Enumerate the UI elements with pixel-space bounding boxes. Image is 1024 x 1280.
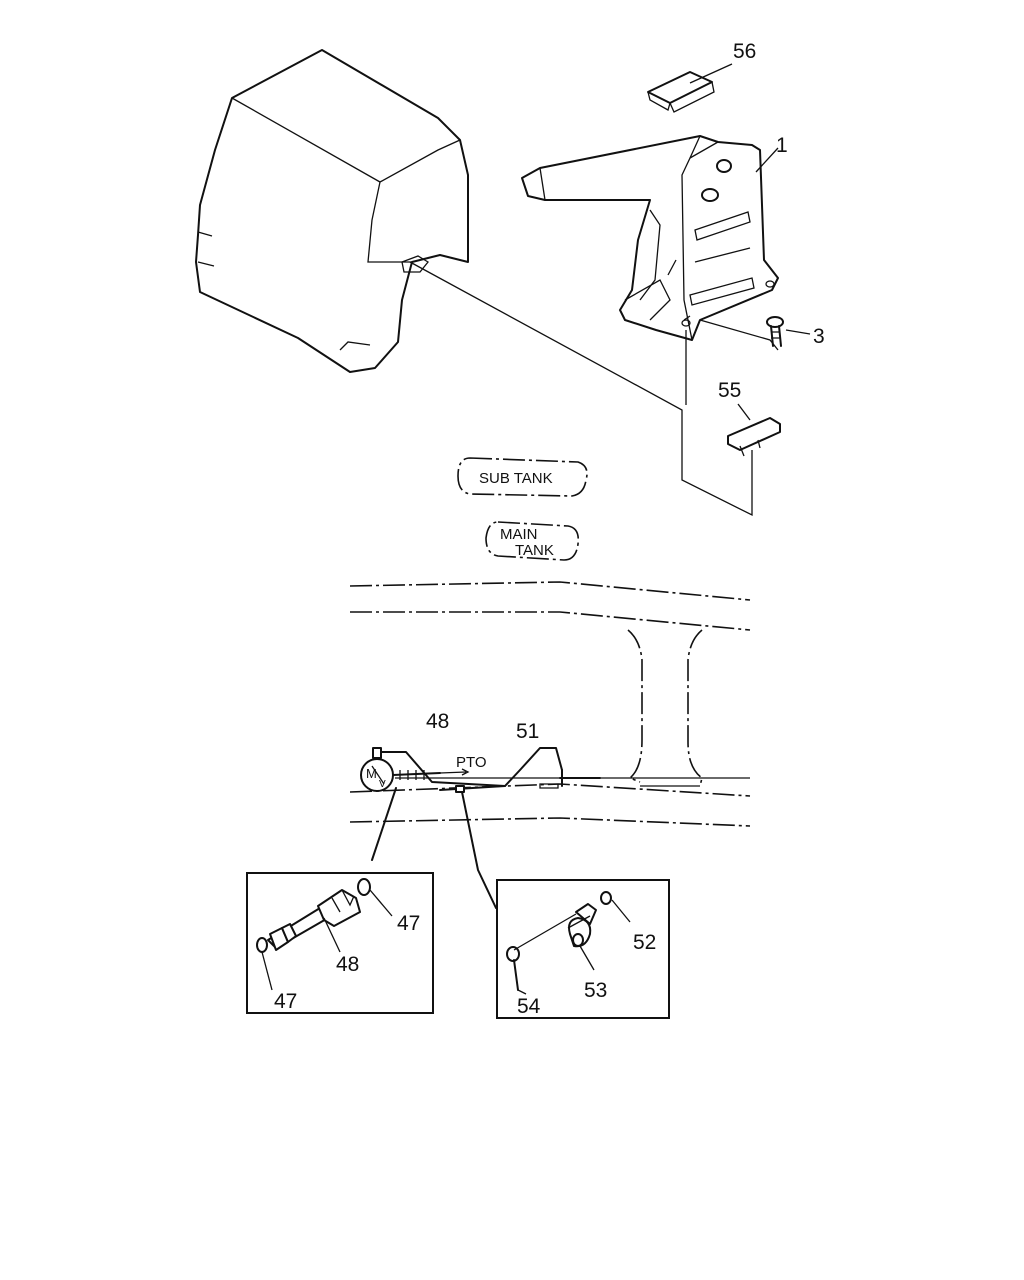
- clip-56: [647, 71, 715, 113]
- part-number-47-top: 47: [397, 912, 420, 935]
- part-number-labels: 56 1 3 55 48 51 PTO 47 48 47 52 53 54: [274, 40, 825, 1018]
- sub-tank-tag: SUB TANK: [457, 457, 588, 497]
- pto-pipe: M V: [360, 747, 601, 909]
- chassis-frame: [349, 581, 751, 827]
- part-number-48-main: 48: [426, 710, 449, 733]
- part-number-1: 1: [776, 134, 788, 157]
- part-number-54: 54: [517, 995, 541, 1018]
- detail-box-right: [496, 879, 670, 1019]
- bracket-assembly: [521, 135, 779, 341]
- mv-label-top: M: [366, 766, 377, 781]
- sub-tank-label: SUB TANK: [479, 470, 553, 487]
- part-number-52: 52: [633, 931, 656, 954]
- bolt-3: [766, 316, 784, 347]
- part-number-47-bottom: 47: [274, 990, 297, 1013]
- part-number-48-detail: 48: [336, 953, 359, 976]
- leader-lines: [409, 63, 811, 517]
- part-number-51: 51: [516, 720, 539, 743]
- main-tank-tag: MAIN TANK: [485, 521, 580, 561]
- main-tank-label-line2: TANK: [515, 542, 554, 559]
- mv-label-bottom: V: [379, 779, 386, 790]
- pto-label: PTO: [456, 754, 487, 771]
- cap-55: [727, 417, 781, 457]
- main-tank-label-line1: MAIN: [500, 526, 538, 543]
- part-number-55: 55: [718, 379, 741, 402]
- part-number-56: 56: [733, 40, 756, 63]
- detail-box-left: [246, 872, 434, 1014]
- part-number-53: 53: [584, 979, 607, 1002]
- cab-outline: [195, 49, 469, 373]
- part-number-3: 3: [813, 325, 825, 348]
